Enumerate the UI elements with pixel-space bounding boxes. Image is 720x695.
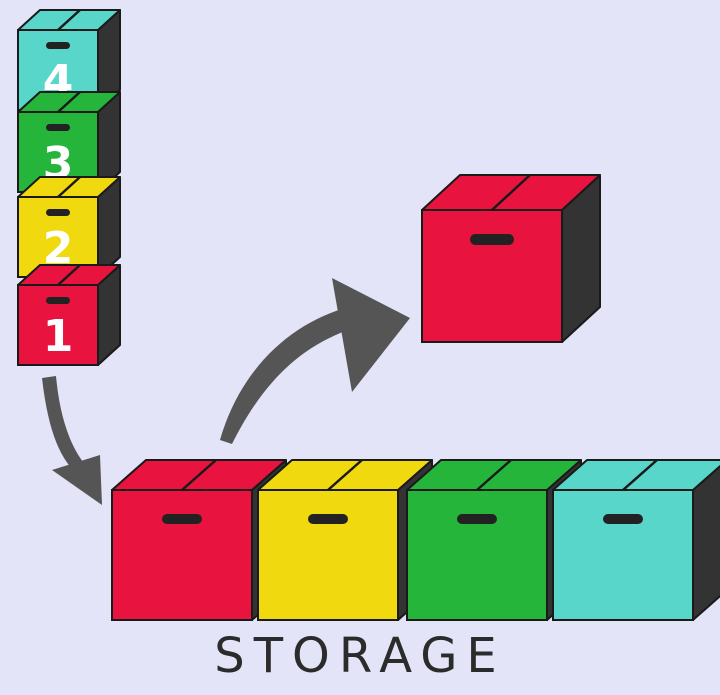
box-tape-seam <box>57 264 81 286</box>
handle-slot <box>162 514 202 524</box>
box-tape-seam <box>57 176 81 198</box>
arrows-layer <box>42 278 410 505</box>
box-tape-seam <box>476 459 512 491</box>
box-tape-seam <box>622 459 658 491</box>
storage-box-teal <box>552 459 720 621</box>
box-tape-seam <box>181 459 217 491</box>
handle-slot <box>46 209 70 216</box>
stack-box-1: 1 <box>17 264 121 366</box>
handle-slot <box>457 514 497 524</box>
box-front <box>257 489 399 621</box>
handle-slot <box>46 297 70 304</box>
handle-slot <box>603 514 643 524</box>
handle-slot <box>470 234 514 245</box>
curved-arrow-up-right-icon <box>332 278 410 392</box>
retrieved-box <box>421 174 601 343</box>
arrow-body <box>42 376 90 478</box>
box-number: 1 <box>43 311 74 362</box>
stack-box-2: 2 <box>17 176 121 278</box>
box-tape-seam <box>57 9 81 31</box>
storage-box-row <box>111 459 720 621</box>
box-tape-seam <box>327 459 363 491</box>
box-front <box>111 489 253 621</box>
handle-slot <box>308 514 348 524</box>
box-front <box>552 489 694 621</box>
handle-slot <box>46 124 70 131</box>
arrow-storage-to-retrieved <box>220 278 410 444</box>
box-tape-seam <box>57 91 81 113</box>
storage-label: STORAGE <box>214 628 506 684</box>
retrieved-box-red <box>421 174 601 343</box>
box-front <box>406 489 548 621</box>
curved-arrow-down-right-icon <box>52 455 102 505</box>
box-tape-seam <box>491 174 531 211</box>
box-front <box>17 284 99 366</box>
arrow-stack-to-storage <box>42 376 102 505</box>
handle-slot <box>46 42 70 49</box>
arrow-body <box>220 306 360 444</box>
storage-box-yellow <box>257 459 433 621</box>
box-front <box>421 209 563 343</box>
